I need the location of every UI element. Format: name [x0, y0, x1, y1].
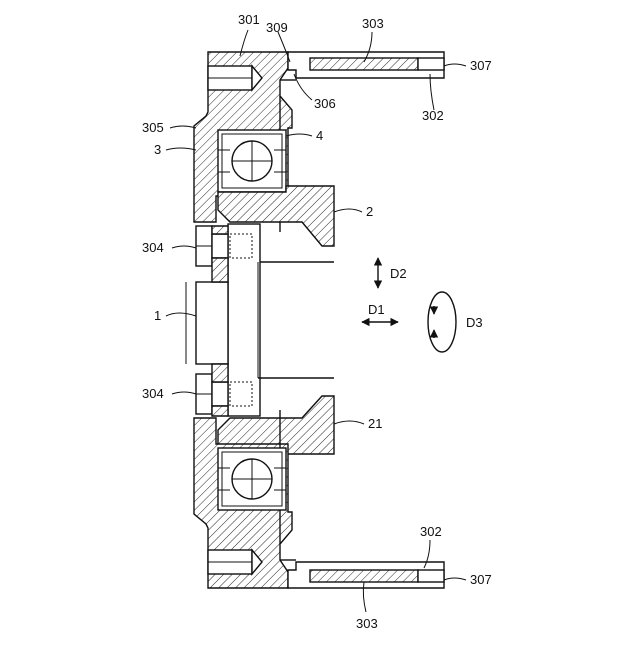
reference-labels: 301 309 303 307 306 302 305 3 4 2 304 1 … [142, 12, 492, 631]
bearing-bottom [218, 448, 286, 510]
label-d2: D2 [390, 266, 407, 281]
direction-d3-arrow [428, 292, 456, 352]
bearing-top [218, 130, 286, 192]
label-3: 3 [154, 142, 161, 157]
label-21: 21 [368, 416, 382, 431]
label-301: 301 [238, 12, 260, 27]
label-d3: D3 [466, 315, 483, 330]
label-2: 2 [366, 204, 373, 219]
label-306: 306 [314, 96, 336, 111]
label-304-bottom: 304 [142, 386, 164, 401]
label-1: 1 [154, 308, 161, 323]
label-303-top: 303 [362, 16, 384, 31]
label-305: 305 [142, 120, 164, 135]
label-307-bottom: 307 [470, 572, 492, 587]
label-304-top: 304 [142, 240, 164, 255]
label-d1: D1 [368, 302, 385, 317]
label-307-top: 307 [470, 58, 492, 73]
label-303-bottom: 303 [356, 616, 378, 631]
label-309: 309 [266, 20, 288, 35]
label-302-bottom: 302 [420, 524, 442, 539]
label-4: 4 [316, 128, 323, 143]
label-302-top: 302 [422, 108, 444, 123]
